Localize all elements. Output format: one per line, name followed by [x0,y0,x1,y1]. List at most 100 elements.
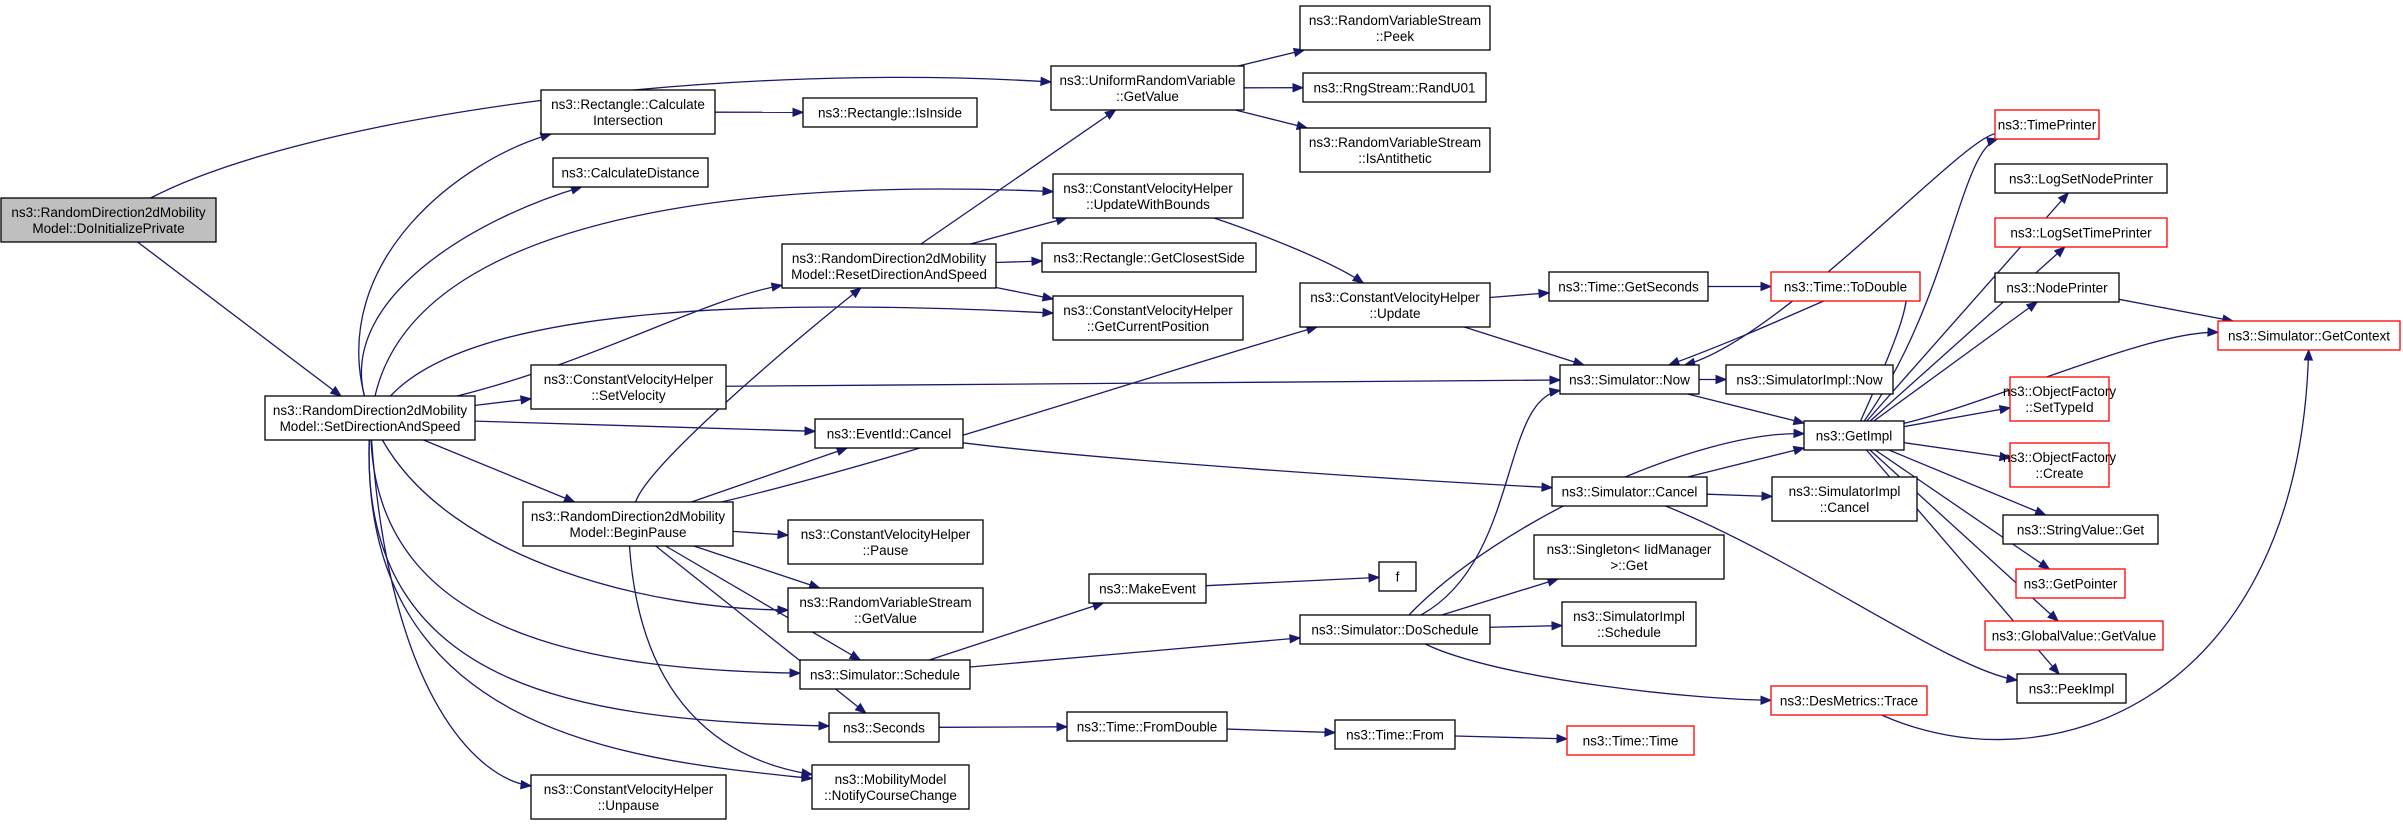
node-box-seconds[interactable] [828,712,940,743]
node-simschedule[interactable]: ns3::Simulator::Schedule [799,659,971,690]
node-todouble[interactable]: ns3::Time::ToDouble [1770,271,1921,302]
node-logsetnode[interactable]: ns3::LogSetNodePrinter [1994,163,2168,194]
node-box-ofsettype[interactable] [2009,376,2110,422]
node-reset[interactable]: ns3::RandomDirection2dMobilityModel::Res… [781,243,997,289]
node-desmetrics[interactable]: ns3::DesMetrics::Trace [1770,685,1928,716]
node-fnode[interactable]: f [1378,561,1417,592]
node-doschedule[interactable]: ns3::Simulator::DoSchedule [1299,614,1491,645]
node-box-cvhpause[interactable] [787,519,984,565]
node-cvhbounds[interactable]: ns3::ConstantVelocityHelper::UpdateWithB… [1052,173,1244,219]
node-box-logsetnode[interactable] [1994,163,2168,194]
node-box-beginpause[interactable] [522,501,734,547]
node-box-todouble[interactable] [1770,271,1921,302]
node-urvgetvalue[interactable]: ns3::UniformRandomVariable::GetValue [1050,65,1245,111]
node-cvhpause[interactable]: ns3::ConstantVelocityHelper::Pause [787,519,984,565]
node-box-peek[interactable] [1299,5,1491,51]
node-box-closest[interactable] [1041,242,1257,273]
node-timefrom[interactable]: ns3::Time::From [1334,719,1456,750]
node-box-root[interactable] [0,197,217,243]
node-rectinside[interactable]: ns3::Rectangle::IsInside [802,97,978,128]
node-curpos[interactable]: ns3::ConstantVelocityHelper::GetCurrentP… [1052,295,1244,341]
node-unpause[interactable]: ns3::ConstantVelocityHelper::Unpause [530,774,727,820]
node-strget[interactable]: ns3::StringValue::Get [2002,514,2159,545]
node-box-randu01[interactable] [1302,72,1487,103]
node-randu01[interactable]: ns3::RngStream::RandU01 [1302,72,1487,103]
node-setdir[interactable]: ns3::RandomDirection2dMobilityModel::Set… [264,395,476,441]
node-box-doschedule[interactable] [1299,614,1491,645]
node-box-desmetrics[interactable] [1770,685,1928,716]
node-getimpl[interactable]: ns3::GetImpl [1803,420,1905,451]
node-box-ofcreate[interactable] [2009,442,2110,488]
node-box-cvhupdate[interactable] [1299,282,1491,328]
node-box-getseconds[interactable] [1548,271,1709,302]
node-box-setvel[interactable] [530,364,727,410]
node-getseconds[interactable]: ns3::Time::GetSeconds [1548,271,1709,302]
node-simcancel[interactable]: ns3::Simulator::Cancel [1551,476,1708,507]
node-box-getpointer[interactable] [2015,568,2126,599]
node-notify[interactable]: ns3::MobilityModel::NotifyCourseChange [811,764,970,810]
node-root[interactable]: ns3::RandomDirection2dMobilityModel::DoI… [0,197,217,243]
node-ofcreate[interactable]: ns3::ObjectFactory::Create [2003,442,2117,488]
node-box-getcontext[interactable] [2217,320,2401,351]
node-box-fnode[interactable] [1378,561,1417,592]
node-implnow[interactable]: ns3::SimulatorImpl::Now [1725,364,1894,395]
node-fromdouble[interactable]: ns3::Time::FromDouble [1066,711,1228,742]
node-box-reset[interactable] [781,243,997,289]
node-box-timeprinter[interactable] [1994,109,2100,140]
node-nodeprinter[interactable]: ns3::NodePrinter [1994,272,2120,303]
node-timeprinter[interactable]: ns3::TimePrinter [1994,109,2100,140]
node-box-getimpl[interactable] [1803,420,1905,451]
node-box-fromdouble[interactable] [1066,711,1228,742]
node-makeevent[interactable]: ns3::MakeEvent [1088,573,1207,604]
node-beginpause[interactable]: ns3::RandomDirection2dMobilityModel::Beg… [522,501,734,547]
node-antithetic[interactable]: ns3::RandomVariableStream::IsAntithetic [1299,127,1491,173]
node-box-notify[interactable] [811,764,970,810]
node-getcontext[interactable]: ns3::Simulator::GetContext [2217,320,2401,351]
node-cvhupdate[interactable]: ns3::ConstantVelocityHelper::Update [1299,282,1491,328]
node-logsettime[interactable]: ns3::LogSetTimePrinter [1994,217,2168,248]
node-time[interactable]: ns3::Time::Time [1566,725,1695,756]
node-box-cvhbounds[interactable] [1052,173,1244,219]
node-ofsettype[interactable]: ns3::ObjectFactory::SetTypeId [2003,376,2117,422]
node-box-timefrom[interactable] [1334,719,1456,750]
node-box-makeevent[interactable] [1088,573,1207,604]
node-box-logsettime[interactable] [1994,217,2168,248]
node-box-simnow[interactable] [1559,364,1700,395]
node-box-nodeprinter[interactable] [1994,272,2120,303]
node-box-urvgetvalue[interactable] [1050,65,1245,111]
node-simnow[interactable]: ns3::Simulator::Now [1559,364,1700,395]
node-box-strget[interactable] [2002,514,2159,545]
node-peekimpl[interactable]: ns3::PeekImpl [2016,673,2127,704]
node-gvgetvalue[interactable]: ns3::GlobalValue::GetValue [1984,620,2164,651]
node-box-gvgetvalue[interactable] [1984,620,2164,651]
node-box-peekimpl[interactable] [2016,673,2127,704]
node-evcancel[interactable]: ns3::EventId::Cancel [814,418,964,449]
node-box-implschedule[interactable] [1561,601,1697,647]
node-box-singleton[interactable] [1533,534,1725,580]
node-implcancel[interactable]: ns3::SimulatorImpl::Cancel [1771,476,1918,522]
node-box-rvsgetvalue[interactable] [787,587,984,633]
node-singleton[interactable]: ns3::Singleton< IidManager>::Get [1533,534,1725,580]
node-getpointer[interactable]: ns3::GetPointer [2015,568,2126,599]
node-box-evcancel[interactable] [814,418,964,449]
node-box-simschedule[interactable] [799,659,971,690]
node-box-simcancel[interactable] [1551,476,1708,507]
node-box-implnow[interactable] [1725,364,1894,395]
node-implschedule[interactable]: ns3::SimulatorImpl::Schedule [1561,601,1697,647]
node-box-setdir[interactable] [264,395,476,441]
node-box-implcancel[interactable] [1771,476,1918,522]
node-rvsgetvalue[interactable]: ns3::RandomVariableStream::GetValue [787,587,984,633]
node-box-rectinside[interactable] [802,97,978,128]
node-closest[interactable]: ns3::Rectangle::GetClosestSide [1041,242,1257,273]
node-peek[interactable]: ns3::RandomVariableStream::Peek [1299,5,1491,51]
node-box-curpos[interactable] [1052,295,1244,341]
node-box-calcdist[interactable] [552,157,709,188]
node-box-time[interactable] [1566,725,1695,756]
node-box-rectcalc[interactable] [540,89,716,135]
node-seconds[interactable]: ns3::Seconds [828,712,940,743]
node-box-antithetic[interactable] [1299,127,1491,173]
node-setvel[interactable]: ns3::ConstantVelocityHelper::SetVelocity [530,364,727,410]
node-box-unpause[interactable] [530,774,727,820]
node-calcdist[interactable]: ns3::CalculateDistance [552,157,709,188]
